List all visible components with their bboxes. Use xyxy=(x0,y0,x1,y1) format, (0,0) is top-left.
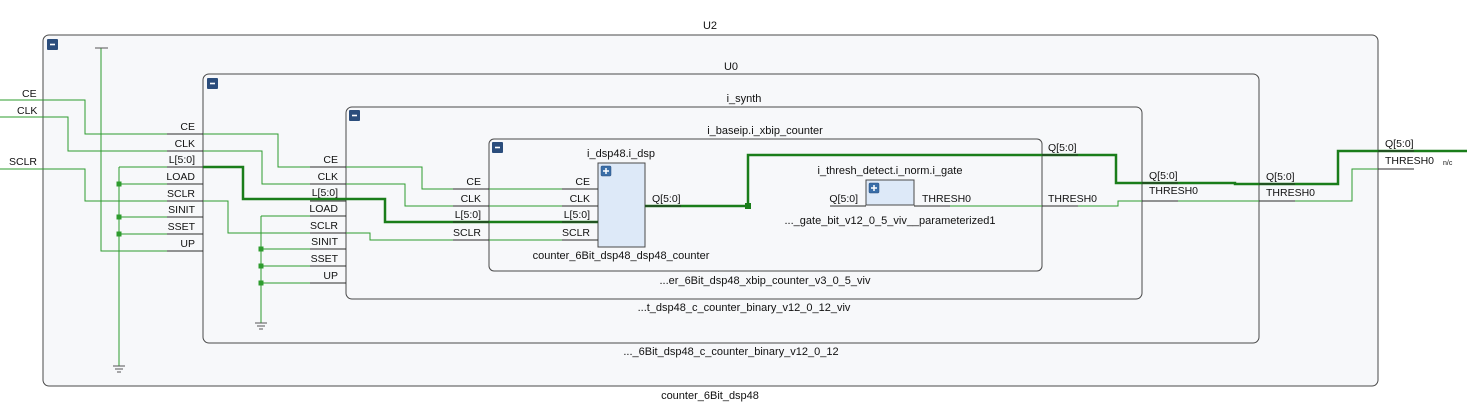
baseip-collapse-button[interactable] xyxy=(492,142,503,153)
u0-output-pin-q: Q[5:0] xyxy=(1266,171,1295,183)
pin-label: CE xyxy=(575,176,590,188)
port-sclr-label[interactable]: SCLR xyxy=(9,156,37,168)
pin-label: UP xyxy=(323,270,338,282)
u2-output-pin-thresh: THRESH0 xyxy=(1385,155,1434,167)
port-ce-label[interactable]: CE xyxy=(22,88,37,100)
pin-label: CLK xyxy=(175,138,195,150)
pin-label: SSET xyxy=(311,253,339,265)
module-u2-instance-label: U2 xyxy=(703,20,717,32)
pin-label: CE xyxy=(466,176,481,188)
pin-label: UP xyxy=(180,238,195,250)
pin-label: LOAD xyxy=(166,171,195,183)
module-i-synth-instance-label: i_synth xyxy=(727,93,762,105)
ground-symbol-u2 xyxy=(113,365,125,373)
u0-output-pin-thresh: THRESH0 xyxy=(1266,187,1315,199)
module-baseip-instance-label: i_baseip.i_xbip_counter xyxy=(707,125,823,137)
baseip-output-pin-thresh: THRESH0 xyxy=(1048,193,1097,205)
cell-gate-instance-label: i_thresh_detect.i_norm.i_gate xyxy=(818,165,963,177)
pin-label: CE xyxy=(323,154,338,166)
baseip-input-pins: CE CLK L[5:0] SCLR xyxy=(453,176,481,239)
pin-label: LOAD xyxy=(309,203,338,215)
module-baseip-type-label: ...er_6Bit_dsp48_xbip_counter_v3_0_5_viv xyxy=(660,275,871,287)
u0-collapse-button[interactable] xyxy=(207,78,218,89)
bus-l[interactable] xyxy=(203,165,598,224)
unconnected-marker: n/c xyxy=(1443,160,1453,167)
pin-label: CLK xyxy=(318,171,338,183)
port-clk-label[interactable]: CLK xyxy=(17,105,37,117)
pin-label: L[5:0] xyxy=(564,209,590,221)
module-i-synth-type-label: ...t_dsp48_c_counter_binary_v12_0_12_viv xyxy=(638,302,851,314)
cell-dsp-instance-label: i_dsp48.i_dsp xyxy=(587,148,655,160)
junctions xyxy=(116,181,751,286)
pin-label: SINIT xyxy=(311,236,338,248)
pin-label: CE xyxy=(180,121,195,133)
pin-label: CLK xyxy=(570,193,590,205)
cell-gate-type-label: ..._gate_bit_v12_0_5_viv__parameterized1 xyxy=(785,215,996,227)
i-synth-collapse-button[interactable] xyxy=(349,110,360,121)
baseip-output-pin-q: Q[5:0] xyxy=(1048,142,1077,154)
pin-label: SINIT xyxy=(168,204,195,216)
pin-label: L[5:0] xyxy=(169,154,195,166)
gate-output-pin-thresh: THRESH0 xyxy=(922,193,971,205)
synth-output-pin-q: Q[5:0] xyxy=(1149,170,1178,182)
pin-stubs xyxy=(167,133,1414,284)
ground-symbol-synth xyxy=(255,322,267,330)
pin-label: SCLR xyxy=(167,188,195,200)
pin-label: SCLR xyxy=(310,220,338,232)
net-thresh[interactable] xyxy=(914,168,1378,207)
module-u0-instance-label: U0 xyxy=(724,61,738,73)
pin-label: SSET xyxy=(168,221,196,233)
net-clk[interactable] xyxy=(0,116,598,207)
net-gnd-u2[interactable] xyxy=(118,167,203,366)
u2-collapse-button[interactable] xyxy=(47,39,58,50)
pin-label: L[5:0] xyxy=(312,187,338,199)
pin-label: L[5:0] xyxy=(455,209,481,221)
gate-expand-button[interactable] xyxy=(868,182,880,194)
dsp-output-pin-q: Q[5:0] xyxy=(652,193,681,205)
synth-input-pins: CE CLK L[5:0] LOAD SCLR SINIT SSET UP xyxy=(309,154,338,282)
dsp-expand-button[interactable] xyxy=(600,165,612,177)
pin-label: SCLR xyxy=(562,227,590,239)
module-u0-type-label: ..._6Bit_dsp48_c_counter_binary_v12_0_12 xyxy=(623,346,838,358)
net-ce[interactable] xyxy=(0,99,598,190)
module-u2-type-label: counter_6Bit_dsp48 xyxy=(661,390,759,402)
cell-dsp[interactable] xyxy=(597,162,646,248)
u0-input-pins: CE CLK L[5:0] LOAD SCLR SINIT SSET UP xyxy=(166,121,195,250)
cell-dsp-type-label: counter_6Bit_dsp48_dsp48_counter xyxy=(533,250,710,262)
u2-output-pin-q: Q[5:0] xyxy=(1385,138,1414,150)
net-sclr[interactable] xyxy=(0,168,598,241)
net-gnd-synth[interactable] xyxy=(260,215,346,323)
pin-label: CLK xyxy=(461,193,481,205)
gate-input-pin-q: Q[5:0] xyxy=(829,193,858,205)
synth-output-pin-thresh: THRESH0 xyxy=(1149,185,1198,197)
dsp-input-pins: CE CLK L[5:0] SCLR xyxy=(562,176,590,239)
pin-label: SCLR xyxy=(453,227,481,239)
